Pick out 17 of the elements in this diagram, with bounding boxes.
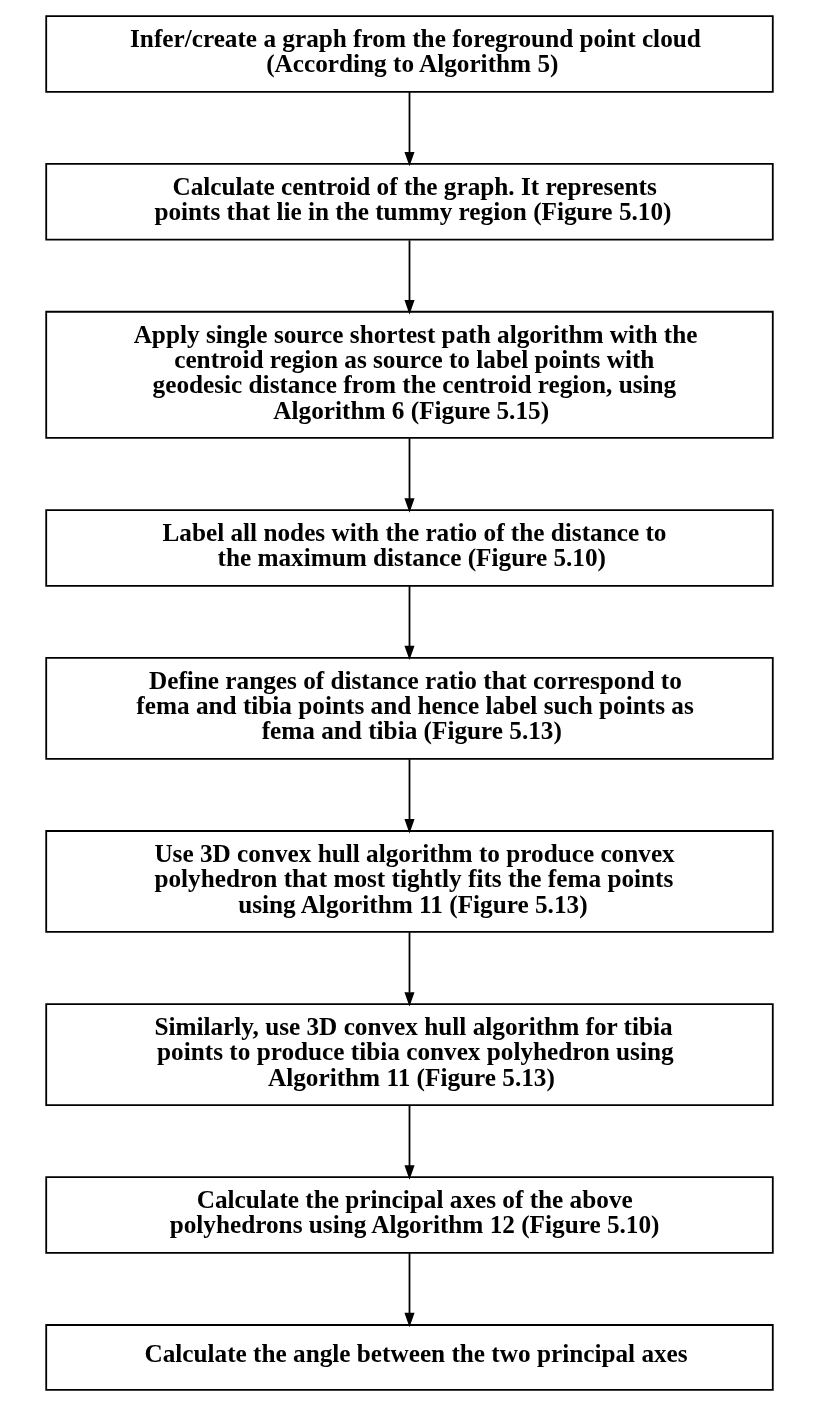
node-box: Define ranges of distance ratio that correspond to fema and tibia points and hence label such points as fema and tibia (Figure 5.13) (44, 657, 774, 760)
node-box: Apply single source shortest path algorithm with the centroid region as source to label points with geodesic distance from the centroid region, using Algorithm 6 (Figure 5.15) (44, 310, 774, 439)
arrow (403, 931, 415, 1007)
node-box: Similarly, use 3D convex hull algorithm for tibia points to produce tibia convex polyhedron using Algorithm 11 (Figure 5.13) (44, 1003, 774, 1106)
arrow (403, 585, 415, 661)
node-box: Label all nodes with the ratio of the distance to the maximum distance (Figure 5.10) (44, 509, 774, 587)
arrow (403, 91, 415, 167)
arrow (403, 1252, 415, 1328)
node-box: Infer/create a graph from the foreground point cloud (According to Algorithm 5) (44, 15, 774, 93)
arrow (403, 239, 415, 315)
node-box: Calculate centroid of the graph. It represents points that lie in the tummy region (Figure 5.10) (44, 163, 774, 241)
arrow (403, 437, 415, 513)
arrow (403, 758, 415, 834)
node-box: Calculate the angle between the two principal axes (44, 1324, 774, 1391)
node-box: Use 3D convex hull algorithm to produce convex polyhedron that most tightly fits the fema points using Algorithm 11 (Figure 5.13) (44, 830, 774, 933)
node-box: Calculate the principal axes of the above polyhedrons using Algorithm 12 (Figure 5.10) (44, 1176, 774, 1254)
arrow (403, 1104, 415, 1180)
